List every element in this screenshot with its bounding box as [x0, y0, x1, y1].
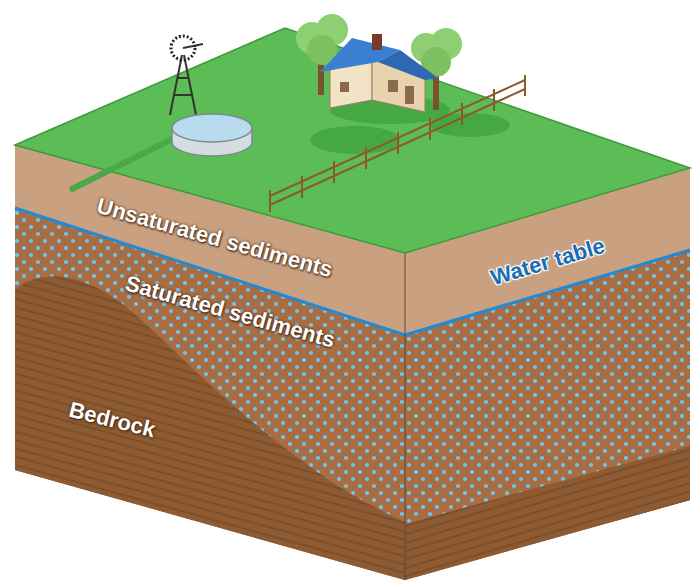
house: [320, 34, 438, 112]
water-dots: [405, 250, 690, 580]
bedrock-strata: [405, 446, 690, 580]
saturated-layer: [15, 208, 405, 580]
saturated-layer: [405, 250, 690, 580]
water-dots: [15, 208, 405, 580]
layer-label: Saturated sediments: [123, 271, 338, 352]
layer-label: Unsaturated sediments: [95, 194, 336, 282]
block-edge: [405, 253, 406, 580]
bedrock-layer: [15, 277, 405, 580]
water-tank: [172, 114, 252, 156]
windmill: [170, 36, 203, 115]
tree-shadow: [310, 126, 400, 154]
fence: [270, 75, 525, 212]
pipe-track: [70, 135, 180, 190]
water-table-label: Water table: [488, 234, 608, 291]
bedrock-layer: [405, 446, 690, 580]
bedrock-strata: [15, 277, 405, 580]
layer-label: Bedrock: [66, 398, 157, 443]
